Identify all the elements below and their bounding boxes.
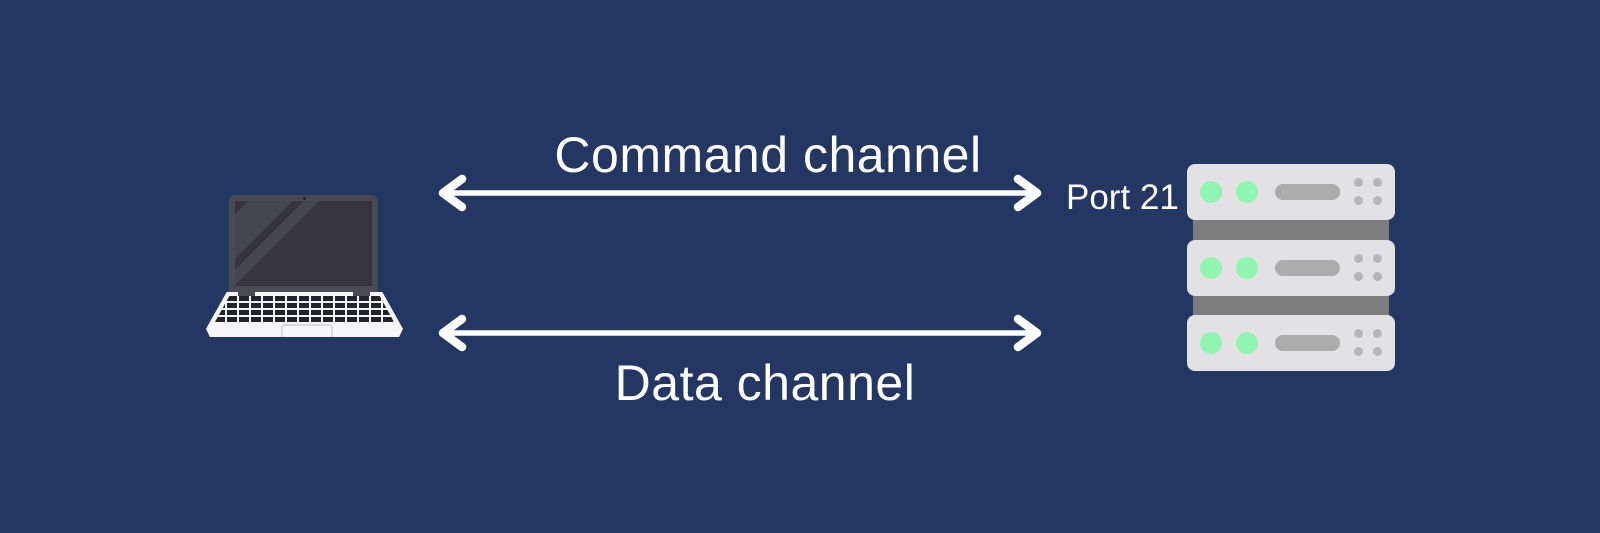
vent-dot	[1373, 347, 1382, 356]
command-channel-label: Command channel	[554, 127, 982, 183]
server-led-icon	[1236, 181, 1258, 203]
laptop-camera-dot	[302, 197, 306, 200]
vent-dot	[1354, 329, 1363, 338]
port-21-label: Port 21	[1066, 178, 1179, 217]
vent-dot	[1354, 178, 1363, 187]
server-icon	[1187, 164, 1395, 371]
server-led-icon	[1200, 181, 1222, 203]
server-led-icon	[1236, 332, 1258, 354]
laptop-hinge-left	[238, 292, 255, 297]
server-unit	[1187, 164, 1395, 220]
vent-dot	[1373, 272, 1382, 281]
vent-dot	[1354, 196, 1363, 205]
server-drive-slot	[1275, 335, 1340, 351]
server-led-icon	[1200, 332, 1222, 354]
laptop-display	[235, 201, 372, 286]
vent-dot	[1373, 178, 1382, 187]
vent-dot	[1373, 329, 1382, 338]
server-vent-dots	[1354, 329, 1382, 356]
laptop-screen	[229, 195, 378, 293]
server-vent-dots	[1354, 254, 1382, 281]
server-unit	[1187, 240, 1395, 296]
vent-dot	[1373, 196, 1382, 205]
server-vent-dots	[1354, 178, 1382, 205]
vent-dot	[1373, 254, 1382, 263]
server-led-icon	[1200, 257, 1222, 279]
laptop-hinge-right	[353, 292, 370, 297]
command-channel-arrow	[438, 174, 1042, 212]
laptop-trackpad	[281, 324, 333, 337]
server-drive-slot	[1275, 184, 1340, 200]
laptop-keyboard	[215, 296, 394, 322]
server-drive-slot	[1275, 260, 1340, 276]
server-led-icon	[1236, 257, 1258, 279]
data-channel-label: Data channel	[614, 355, 916, 411]
vent-dot	[1354, 272, 1363, 281]
laptop-icon	[206, 195, 403, 338]
server-unit	[1187, 315, 1395, 371]
server-connector	[1193, 216, 1389, 244]
data-channel-arrow	[438, 314, 1042, 352]
laptop-base	[206, 292, 403, 337]
vent-dot	[1354, 254, 1363, 263]
vent-dot	[1354, 347, 1363, 356]
